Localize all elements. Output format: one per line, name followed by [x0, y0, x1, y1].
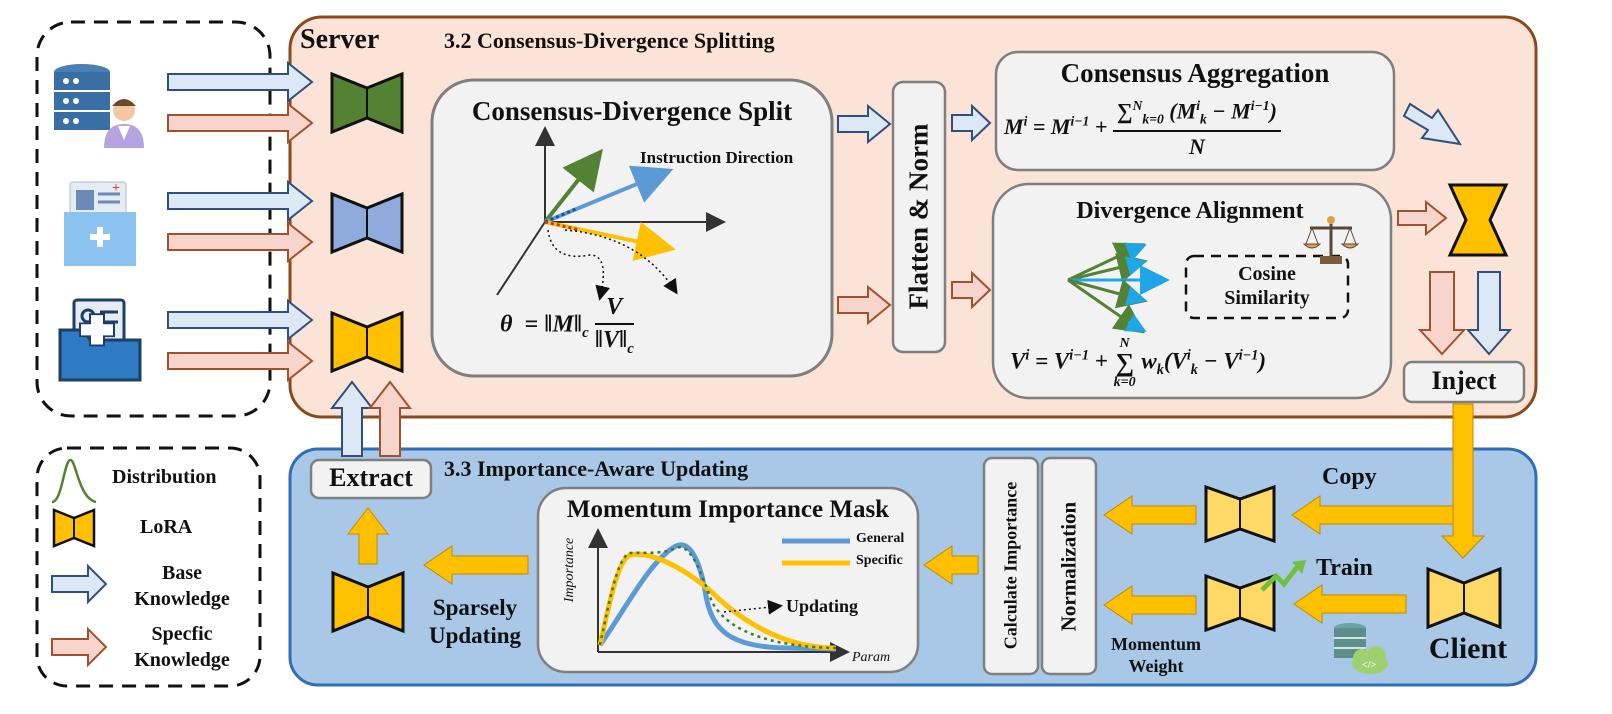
train-arrow	[1293, 584, 1407, 624]
mask-plot	[588, 528, 850, 662]
mask-ylabel: Importance	[562, 537, 577, 603]
flatten-norm-label: Flatten & Norm	[903, 123, 934, 310]
divergence-to-global	[1397, 199, 1448, 237]
base-arrow-2	[167, 179, 314, 223]
mask-title: Momentum Importance Mask	[566, 496, 890, 523]
section-3-3-title: 3.3 Importance-Aware Updating	[444, 456, 749, 481]
global-model	[1447, 183, 1509, 257]
vector-axes	[496, 126, 726, 301]
mask-box	[536, 486, 920, 674]
consensus-to-global	[1402, 102, 1463, 146]
specific-knowledge-arrow-icon	[51, 626, 108, 668]
sparse-updating-label: Sparsely Updating	[428, 595, 522, 648]
inject-to-client-arrow	[1440, 403, 1486, 559]
split-box-title: Consensus-Divergence Split	[471, 96, 793, 126]
global-to-inject-blue	[1465, 271, 1513, 356]
legend-icons	[51, 458, 108, 668]
base-arrow-1	[167, 60, 314, 104]
copy-arrow	[1291, 495, 1454, 535]
balance-scale-icon	[1302, 216, 1360, 264]
divergence-title: Divergence Alignment	[1076, 198, 1304, 224]
sparse-to-extract-arrow	[346, 507, 390, 565]
consensus-formula: Mi = Mi−1 + ∑Nk=0 (Mik − Mi−1) N	[1004, 98, 1281, 160]
svg-text:</>: </>	[1362, 660, 1376, 671]
base-arrow-3	[167, 298, 314, 342]
split-box	[430, 78, 834, 378]
extract-box	[309, 458, 433, 500]
inject-label: Inject	[1431, 366, 1497, 395]
split-to-flatten-blue	[837, 103, 892, 145]
legend-general-label: General	[856, 531, 905, 546]
extract-label: Extract	[329, 463, 413, 492]
patient-record-icon	[58, 298, 142, 382]
normalization-box	[1040, 456, 1098, 676]
specific-arrow-1	[167, 101, 314, 145]
split-to-flatten-red	[837, 284, 892, 326]
momentum-weight-label: Momentum Weight	[1111, 634, 1201, 676]
updating-curve	[598, 545, 837, 650]
server-title: Server	[300, 24, 380, 55]
section-3-2-title: 3.2 Consensus-Divergence Splitting	[444, 28, 775, 53]
svg-text:+: +	[112, 181, 120, 196]
distribution-icon	[51, 458, 97, 504]
client-label: Client	[1428, 632, 1508, 665]
legend-box	[35, 446, 262, 688]
specific-arrow-3	[167, 339, 314, 383]
database-doctor-icon	[54, 64, 144, 148]
calc-to-mask-arrow	[923, 545, 979, 585]
train-trend-icon	[1260, 564, 1300, 592]
mask-xlabel: Param	[852, 650, 891, 665]
mask-to-sparse-arrow	[423, 545, 529, 585]
legend-lora-label: LoRA	[140, 516, 193, 538]
extract-to-server-blue	[329, 380, 375, 457]
medical-folder-icon: +	[64, 181, 136, 266]
legend-base-label: Base Knowledge	[134, 562, 230, 610]
normalization-label: Normalization	[1056, 501, 1081, 632]
legend-distribution-label: Distribution	[112, 466, 217, 488]
updating-label: Updating	[786, 596, 859, 616]
split-formula: θ = ‖M‖c V‖V‖c	[500, 294, 634, 357]
specific-curve	[597, 551, 837, 651]
inject-box	[1402, 360, 1526, 404]
general-curve	[597, 542, 837, 652]
divergence-vectors	[1067, 242, 1170, 334]
legend-specific-label-text: Specfic Knowledge	[134, 623, 230, 671]
cosine-similarity-label: Cosine Similarity	[1224, 263, 1310, 309]
database-cloud-icon: </>	[1334, 623, 1388, 674]
calculate-importance-box	[982, 456, 1040, 676]
train-label: Train	[1316, 555, 1373, 581]
divergence-formula: Vi = Vi−1 + N ∑ k=0 wk(Vik − Vi−1)	[1010, 336, 1267, 390]
legend-specific-label: Specific	[856, 553, 903, 568]
input-arrows	[167, 60, 314, 383]
trained-to-normalization-arrow	[1103, 585, 1197, 625]
copy-to-normalization-arrow	[1103, 495, 1197, 535]
global-to-inject-red	[1417, 271, 1467, 356]
flatten-to-consensus	[951, 103, 992, 143]
copy-label: Copy	[1322, 464, 1377, 490]
extract-to-server-red	[367, 380, 413, 457]
flatten-norm-box	[891, 80, 947, 354]
specific-arrow-2	[167, 220, 314, 264]
instruction-direction-label: Instruction Direction	[640, 148, 794, 167]
calculate-importance-label: Calculate Importance	[1000, 481, 1021, 650]
base-knowledge-arrow-icon	[51, 563, 108, 605]
consensus-box	[994, 50, 1396, 172]
flatten-to-divergence	[951, 270, 992, 310]
consensus-title: Consensus Aggregation	[1060, 58, 1330, 88]
cosine-box	[1184, 254, 1350, 320]
